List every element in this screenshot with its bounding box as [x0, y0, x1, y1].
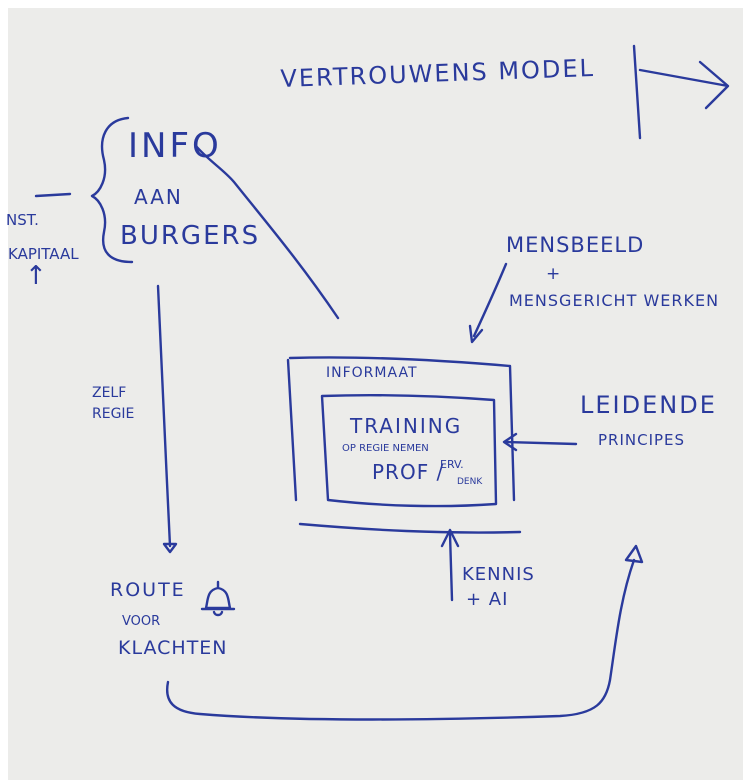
info-connector-line — [194, 144, 340, 320]
voor-label: VOOR — [122, 614, 161, 629]
mensbeeld-connector — [472, 262, 508, 338]
left-dash — [34, 192, 72, 198]
denk-label: DENK — [457, 477, 483, 487]
leidende-label: LEIDENDE — [580, 391, 717, 419]
principes-label: PRINCIPES — [598, 431, 686, 449]
bottom-loop-arrowhead — [624, 544, 644, 564]
training-label: TRAINING — [350, 414, 463, 438]
up-arrow-icon: ↑ — [25, 261, 47, 291]
info-label-line2: AAN — [134, 185, 183, 209]
flag-pole — [632, 44, 642, 140]
klachten-label: KLACHTEN — [118, 637, 228, 659]
mensbeeld-plus: + — [546, 264, 561, 284]
kapitaal-label: KAPITAAL — [8, 245, 79, 263]
mensgericht-label: MENSGERICHT WERKEN — [509, 291, 720, 310]
bell-icon — [198, 578, 238, 620]
zelf-regie-arrowhead — [162, 542, 178, 554]
mensbeeld-arrowhead — [468, 324, 484, 344]
leidende-arrow — [504, 440, 578, 446]
flag-arrow — [638, 60, 730, 110]
mensbeeld-label: MENSBEELD — [506, 233, 645, 257]
route-label: ROUTE — [110, 579, 186, 601]
ai-label: + AI — [466, 589, 509, 610]
informaat-label: INFORMAAT — [326, 365, 418, 381]
info-label-line1: INFO — [128, 126, 222, 166]
bottom-loop — [165, 558, 636, 721]
kennis-line — [448, 532, 454, 602]
zelf-label: ZELF — [92, 385, 127, 401]
info-brace — [90, 116, 134, 264]
regie-label: REGIE — [92, 406, 135, 422]
nst-label: NST. — [6, 211, 39, 229]
leidende-arrowhead — [502, 432, 518, 452]
prof-label: PROF / — [372, 460, 445, 484]
kennis-arrowhead — [440, 528, 460, 548]
kennis-label: KENNIS — [462, 564, 535, 585]
info-label-line3: BURGERS — [120, 221, 261, 251]
paper-sheet — [8, 8, 743, 780]
op-regie-nemen-label: OP REGIE NEMEN — [342, 443, 429, 454]
inner-box — [320, 394, 498, 508]
outer-box — [286, 356, 522, 534]
erv-label: ERV. — [440, 458, 464, 471]
zelf-regie-line — [156, 284, 172, 548]
